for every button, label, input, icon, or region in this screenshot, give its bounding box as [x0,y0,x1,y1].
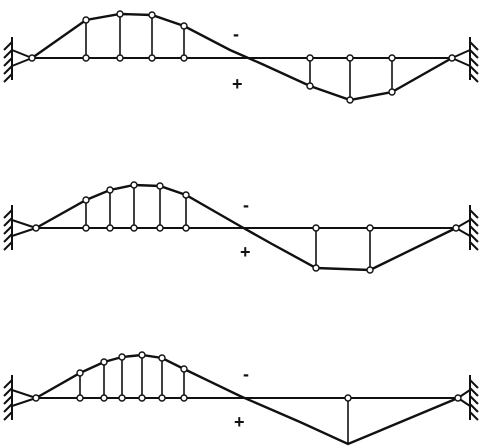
diagram-panel-3: - + [3,351,479,446]
ordinate-lines [85,185,371,270]
left-fixed-support [3,375,37,421]
node-markers [32,181,460,274]
plus-sign: + [234,412,245,432]
moment-curve [31,12,453,102]
minus-sign: - [243,364,249,384]
diagram-panel-1: - + [3,10,479,104]
left-fixed-support [3,37,33,83]
plus-sign: + [240,242,251,262]
right-fixed-support [455,205,479,251]
diagram-panel-2: - + [3,181,479,274]
left-fixed-support [3,205,37,251]
minus-sign: - [233,24,239,44]
node-markers [32,351,462,402]
minus-sign: - [243,195,249,215]
ordinate-lines [85,14,393,100]
node-markers [28,10,456,104]
plus-sign: + [232,74,243,94]
ordinate-lines [79,355,349,444]
right-fixed-support [451,37,479,83]
